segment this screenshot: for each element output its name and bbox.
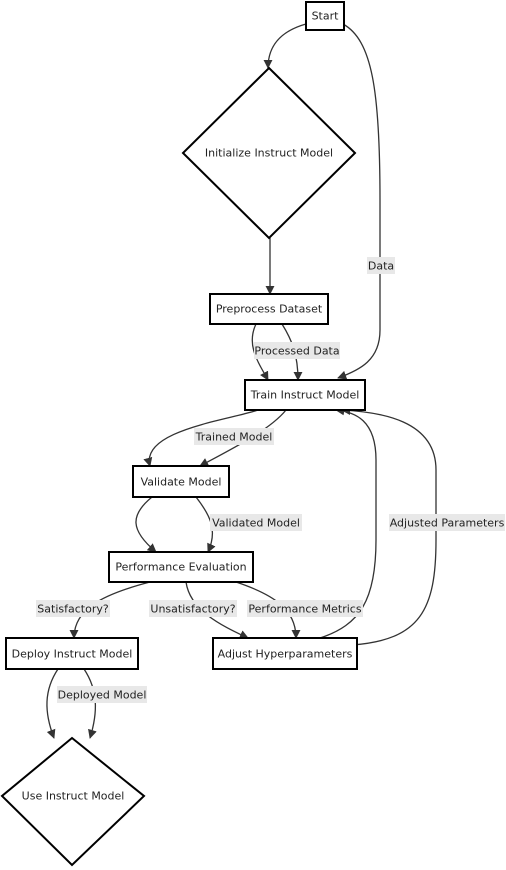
edge-label-performance-metrics-text: Performance Metrics (248, 603, 361, 616)
edge-label-data-bg (367, 257, 395, 274)
edge-start-init (263, 23, 307, 69)
edge-label-performance-metrics-bg (247, 600, 363, 617)
node-preprocess-label: Preprocess Dataset (216, 303, 323, 316)
node-preprocess-dataset: Preprocess Dataset (209, 293, 329, 325)
edge-label-trained-model: Trained Model (194, 428, 274, 445)
node-deploy-instruct-model: Deploy Instruct Model (5, 637, 139, 670)
edge-validate-evaluate-b (195, 496, 216, 553)
node-deploy-label: Deploy Instruct Model (12, 648, 133, 661)
edge-label-validated-model: Validated Model (210, 514, 302, 531)
node-evaluate-label: Performance Evaluation (115, 561, 246, 574)
edge-label-satisfactory-bg (36, 600, 110, 617)
edge-label-satisfactory: Satisfactory? (36, 600, 110, 617)
node-use-label: Use Instruct Model (22, 790, 125, 803)
nodes: Start Initialize Instruct Model Preproce… (0, 1, 366, 867)
edge-label-deployed-model: Deployed Model (57, 686, 147, 703)
node-initialize-label: Initialize Instruct Model (205, 147, 333, 160)
edge-label-adjusted-parameters: Adjusted Parameters (389, 514, 505, 531)
node-use-shape (0, 736, 146, 867)
edge-label-satisfactory-text: Satisfactory? (37, 603, 109, 616)
edge-label-unsatisfactory-text: Unsatisfactory? (150, 603, 235, 616)
edge-label-performance-metrics: Performance Metrics (247, 600, 363, 617)
edge-validate-evaluate-a (135, 496, 157, 553)
edge-label-data-text: Data (368, 260, 394, 273)
node-initialize-shape (181, 66, 357, 240)
edge-adjust-train-b (341, 405, 437, 646)
node-preprocess-box (209, 293, 329, 325)
node-use-instruct-model: Use Instruct Model (0, 736, 146, 867)
edge-label-validated-model-bg (210, 514, 302, 531)
node-start-label: Start (312, 10, 340, 23)
node-evaluate-box (108, 551, 254, 583)
node-start: Start (305, 1, 345, 31)
node-start-box (305, 1, 345, 31)
node-adjust-hyperparameters: Adjust Hyperparameters (212, 637, 358, 670)
edge-adjust-train-a (319, 406, 377, 639)
edge-label-processed-data: Processed Data (254, 342, 340, 359)
node-performance-evaluation: Performance Evaluation (108, 551, 254, 583)
edge-start-train (337, 23, 381, 380)
edge-label-deployed-model-text: Deployed Model (58, 689, 147, 702)
edge-label-adjusted-parameters-text: Adjusted Parameters (390, 517, 505, 530)
node-initialize-instruct-model: Initialize Instruct Model (181, 66, 357, 240)
node-train-instruct-model: Train Instruct Model (244, 379, 366, 411)
edge-label-processed-data-bg (254, 342, 340, 359)
edge-labels: Data Processed Data Trained Model Valida… (36, 257, 505, 703)
node-adjust-box (212, 637, 358, 670)
node-validate-box (132, 465, 230, 498)
node-train-label: Train Instruct Model (250, 389, 360, 402)
node-train-box (244, 379, 366, 411)
edge-train-validate-a (143, 409, 259, 467)
edge-label-processed-data-text: Processed Data (254, 345, 339, 358)
edge-label-adjusted-parameters-bg (389, 514, 505, 531)
edge-label-data: Data (367, 257, 395, 274)
node-validate-model: Validate Model (132, 465, 230, 498)
node-validate-label: Validate Model (141, 476, 222, 489)
edges (46, 23, 437, 739)
edge-label-trained-model-text: Trained Model (195, 431, 273, 444)
edge-label-validated-model-text: Validated Model (212, 517, 300, 530)
node-deploy-box (5, 637, 139, 670)
edge-deploy-use-b (83, 668, 97, 739)
edge-label-deployed-model-bg (57, 686, 147, 703)
node-adjust-label: Adjust Hyperparameters (218, 648, 353, 661)
edge-label-unsatisfactory: Unsatisfactory? (149, 600, 237, 617)
edge-deploy-use-a (46, 668, 59, 739)
edge-label-trained-model-bg (194, 428, 274, 445)
edge-label-unsatisfactory-bg (149, 600, 237, 617)
